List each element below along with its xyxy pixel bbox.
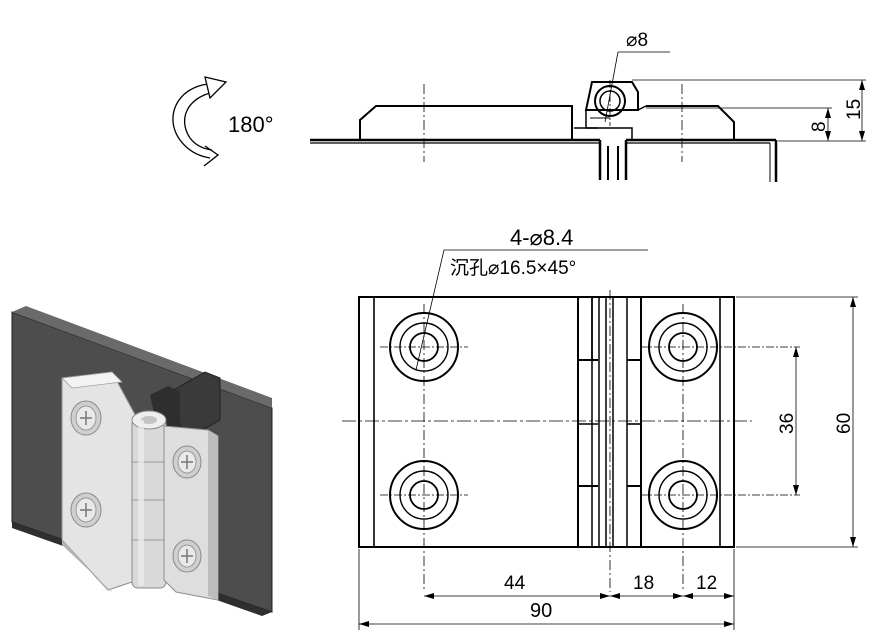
iso-screw-right-top — [172, 445, 202, 479]
dim-90-label: 90 — [530, 600, 552, 622]
hole-callout-label: 4-⌀8.4 — [510, 225, 573, 250]
front-view — [342, 249, 858, 630]
isometric-hinge-view — [11, 306, 273, 616]
iso-screw-right-bottom — [172, 539, 202, 573]
dim-8-label: 8 — [809, 121, 830, 132]
rotation-label: 180° — [228, 112, 274, 137]
side-view — [310, 51, 866, 182]
dim-12-label: 12 — [696, 573, 717, 594]
dim-44-label: 44 — [504, 573, 526, 594]
dim-18-label: 18 — [633, 573, 654, 594]
dim-36-label: 36 — [777, 413, 798, 434]
iso-knuckle — [131, 410, 167, 589]
pin-diameter-label: ⌀8 — [626, 30, 648, 51]
iso-screw-left-bottom — [70, 492, 102, 528]
rotation-arrow-icon — [172, 76, 228, 167]
iso-screw-left-top — [70, 400, 102, 436]
dim-60-label: 60 — [834, 413, 855, 434]
dim-15-label: 15 — [844, 99, 865, 120]
countersink-callout-label: 沉孔⌀16.5×45° — [450, 257, 576, 279]
